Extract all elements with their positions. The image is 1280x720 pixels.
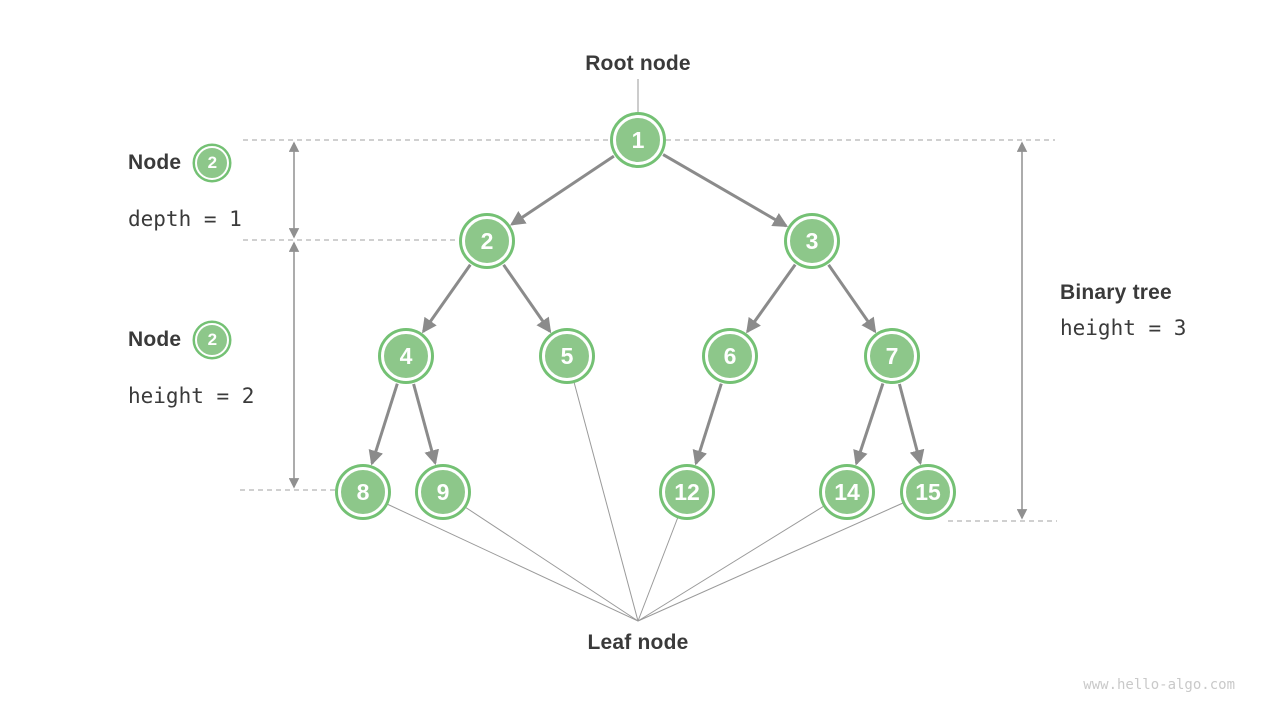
edge-7-15 [897, 383, 925, 466]
tree-node-4: 4 [381, 331, 431, 381]
node-value: 14 [834, 478, 860, 505]
node-value: 7 [885, 342, 899, 369]
node-height-badge: 2 [195, 323, 230, 357]
annotation-node-height: Node 2 [128, 323, 230, 357]
leaf-line-5 [573, 381, 639, 622]
node-value: 9 [436, 478, 450, 505]
node-height-title: Node [128, 328, 182, 351]
edge-3-7 [827, 263, 877, 334]
annotation-node-depth: Node 2 [128, 146, 230, 180]
edge-1-3 [662, 153, 789, 228]
tree-node-5: 5 [542, 331, 592, 381]
binary-tree-title: Binary tree [1060, 281, 1172, 304]
node-value: 1 [631, 126, 645, 153]
node-value: 2 [480, 227, 494, 254]
node-value: 4 [399, 342, 413, 369]
tree-node-15: 15 [903, 467, 953, 517]
tree-node-9: 9 [418, 467, 468, 517]
edge-2-5 [502, 263, 552, 334]
leaf-line-15 [637, 502, 904, 622]
tree-node-3: 3 [787, 216, 837, 266]
tree-node-1: 1 [613, 115, 663, 165]
watermark: www.hello-algo.com [1083, 677, 1235, 693]
node-value: 12 [674, 478, 700, 505]
edge-7-14 [853, 383, 885, 466]
tree-node-7: 7 [867, 331, 917, 381]
edge-2-4 [422, 263, 472, 334]
node-value: 6 [723, 342, 737, 369]
node-depth-title: Node [128, 151, 182, 174]
edge-4-8 [368, 383, 399, 466]
binary-tree-caption: height = 3 [1060, 316, 1187, 340]
edge-3-6 [746, 263, 797, 334]
edge-1-2 [510, 154, 615, 226]
tree-node-12: 12 [662, 467, 712, 517]
tree-node-14: 14 [822, 467, 872, 517]
leaf-line-12 [637, 516, 679, 622]
node-value: 15 [915, 478, 941, 505]
root-node-label: Root node [585, 52, 691, 75]
edge-6-12 [692, 383, 723, 466]
leaf-line-9 [464, 506, 639, 622]
tree-node-6: 6 [705, 331, 755, 381]
node-height-caption: height = 2 [128, 384, 255, 408]
leaf-line-8 [386, 503, 639, 622]
leaf-node-label: Leaf node [587, 631, 689, 654]
tree-node-2: 2 [462, 216, 512, 266]
node-value: 8 [356, 478, 370, 505]
leaf-line-14 [637, 505, 825, 622]
node-depth-badge: 2 [195, 146, 230, 180]
node-value: 5 [560, 342, 574, 369]
node-value: 3 [805, 227, 819, 254]
tree-node-8: 8 [338, 467, 388, 517]
node-depth-caption: depth = 1 [128, 207, 242, 231]
edge-4-9 [412, 383, 439, 466]
